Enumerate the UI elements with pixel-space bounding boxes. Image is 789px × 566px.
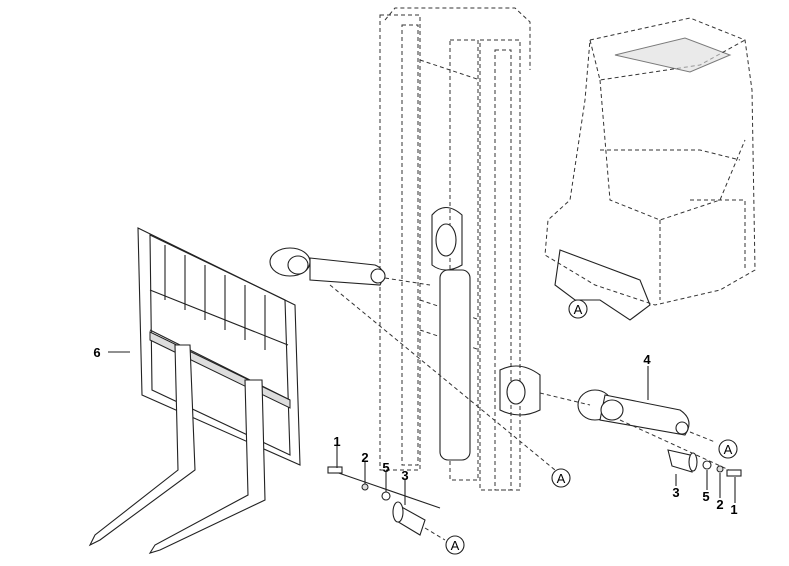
pin-set-left xyxy=(327,466,446,541)
callout-3-right: 3 xyxy=(672,485,679,500)
leader-lines xyxy=(108,351,736,505)
callout-2-right: 2 xyxy=(716,497,723,512)
callout-4: 4 xyxy=(643,352,651,367)
callout-5-left: 5 xyxy=(382,460,389,475)
reference-marker-a-cab: A xyxy=(568,299,588,319)
tilt-cylinder-right xyxy=(539,389,741,476)
tilt-cylinder-left xyxy=(269,247,556,471)
reference-marker-a-mast: A xyxy=(551,468,571,488)
callout-5-right: 5 xyxy=(702,489,709,504)
reference-marker-a-pin: A xyxy=(445,535,465,555)
callout-2-left: 2 xyxy=(361,450,368,465)
pin-set-right xyxy=(667,449,742,477)
callout-6: 6 xyxy=(93,345,100,360)
fork-carriage xyxy=(88,227,301,554)
svg-text:A: A xyxy=(557,471,566,486)
callout-3-left: 3 xyxy=(401,468,408,483)
reference-marker-a-cylinder: A xyxy=(718,439,738,459)
svg-text:A: A xyxy=(724,442,733,457)
svg-text:A: A xyxy=(574,302,583,317)
mast xyxy=(379,7,541,491)
callout-1-right: 1 xyxy=(730,502,737,517)
callout-1-left: 1 xyxy=(333,434,340,449)
svg-text:A: A xyxy=(451,538,460,553)
operator-cab xyxy=(544,17,756,321)
